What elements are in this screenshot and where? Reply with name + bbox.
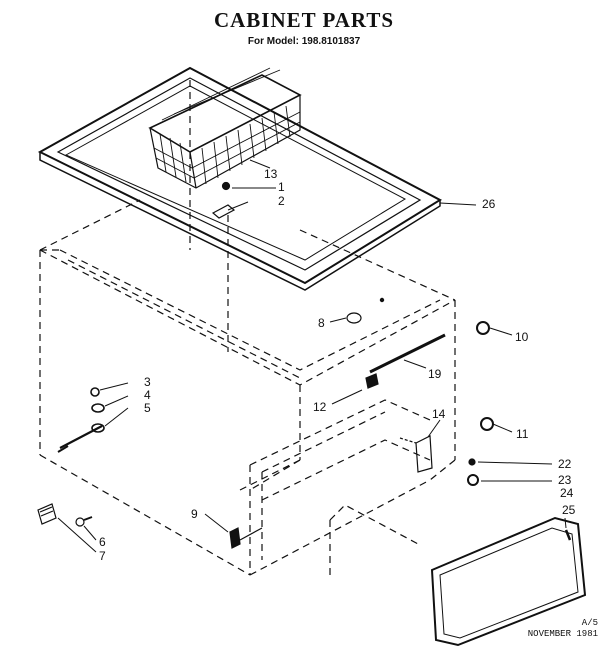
callout-7: 7 bbox=[99, 549, 106, 563]
part-5-bushing bbox=[91, 423, 105, 433]
part-4-washer bbox=[91, 403, 105, 413]
part-23-nut bbox=[467, 474, 479, 486]
callout-19: 19 bbox=[428, 367, 442, 381]
callout-14: 14 bbox=[432, 407, 446, 421]
part-2-bracket bbox=[211, 204, 236, 219]
callout-13: 13 bbox=[264, 167, 278, 181]
callout-9: 9 bbox=[191, 507, 198, 521]
callout-4: 4 bbox=[144, 388, 151, 402]
callout-3: 3 bbox=[144, 375, 151, 389]
callout-5: 5 bbox=[144, 401, 151, 415]
callout-22: 22 bbox=[558, 457, 572, 471]
part-24-access-panel bbox=[430, 516, 587, 647]
callout-26: 26 bbox=[482, 197, 496, 211]
callout-11: 11 bbox=[516, 427, 529, 441]
model-number: For Model: 198.8101837 bbox=[247, 36, 361, 47]
callout-12: 12 bbox=[313, 400, 327, 414]
callout-24: 24 bbox=[560, 486, 574, 500]
part-10-grommet bbox=[476, 321, 490, 335]
part-6-screw bbox=[75, 517, 85, 527]
diagram-title: CABINET PARTS bbox=[213, 8, 395, 32]
part-9-clip bbox=[229, 527, 241, 549]
cabinet-outline bbox=[39, 80, 456, 576]
callout-25: 25 bbox=[562, 503, 576, 517]
callout-10: 10 bbox=[515, 330, 529, 344]
callout-1: 1 bbox=[278, 180, 285, 194]
part-7-bracket bbox=[37, 503, 57, 525]
part-22-screw bbox=[468, 458, 476, 466]
part-8-plug bbox=[346, 312, 362, 324]
callout-6: 6 bbox=[99, 535, 106, 549]
part-14-hinge bbox=[415, 435, 433, 473]
callout-23: 23 bbox=[558, 473, 572, 487]
revision-date: NOVEMBER 1981 bbox=[527, 629, 598, 639]
lid-frame bbox=[37, 66, 443, 291]
revision-code: A/5 bbox=[581, 618, 598, 628]
callout-8: 8 bbox=[318, 316, 325, 330]
part-11-grommet bbox=[480, 417, 494, 431]
callout-2: 2 bbox=[278, 194, 285, 208]
part-3-screw bbox=[90, 387, 100, 397]
revision-footer: A/5 NOVEMBER 1981 bbox=[528, 618, 598, 640]
part-1-screw bbox=[221, 181, 231, 191]
leader-lines bbox=[57, 159, 567, 553]
part-12-clip bbox=[365, 373, 379, 389]
basket bbox=[148, 67, 302, 189]
part-25-screw bbox=[564, 529, 572, 541]
